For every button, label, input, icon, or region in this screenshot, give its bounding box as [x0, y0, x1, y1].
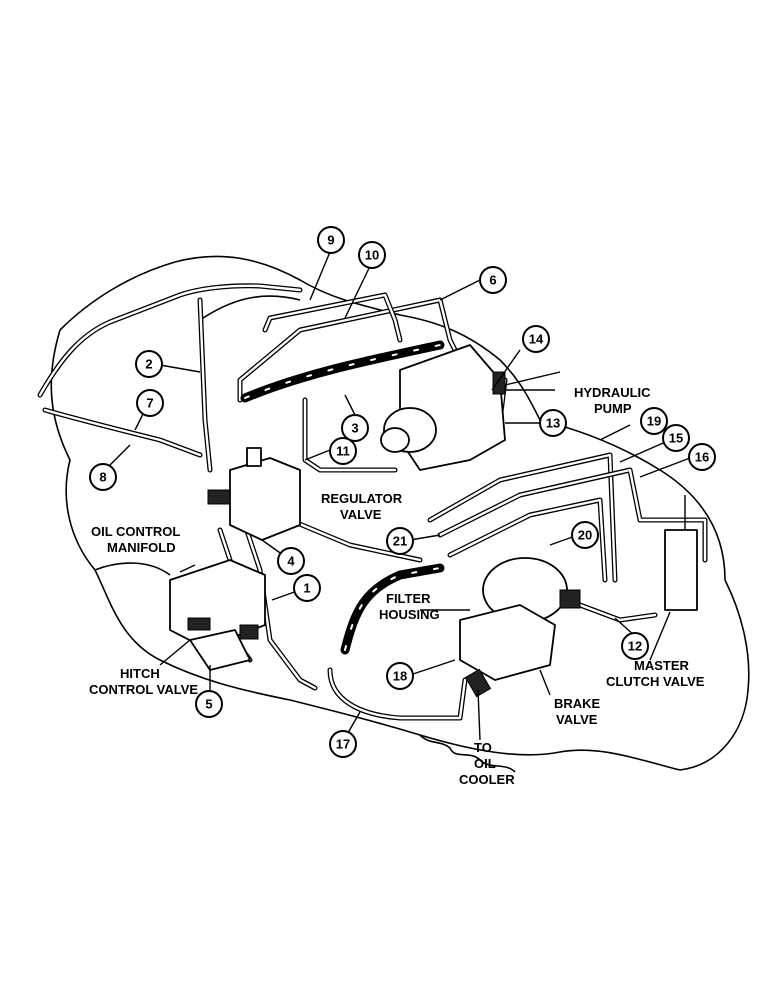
label-hydraulic-pump-line2: PUMP	[594, 401, 632, 416]
label-brake-valve-line2: VALVE	[556, 712, 598, 727]
callout-8: 8	[89, 463, 117, 491]
label-hitch-control-valve-line1: HITCH	[120, 666, 160, 681]
callout-14: 14	[522, 325, 550, 353]
callout-10-number: 10	[365, 248, 379, 263]
label-regulator-valve-line2: VALVE	[340, 507, 382, 522]
callout-3-number: 3	[351, 421, 358, 436]
callout-15: 15	[662, 424, 690, 452]
oil-control-manifold-body	[169, 559, 266, 649]
callout-1: 1	[293, 574, 321, 602]
callout-2-number: 2	[145, 357, 152, 372]
label-brake-valve-line1: BRAKE	[554, 696, 601, 711]
label-oil-control-manifold-line1: OIL CONTROL	[91, 524, 180, 539]
hydraulic-pump	[380, 344, 506, 471]
callout-5: 5	[195, 690, 223, 718]
callout-13: 13	[539, 409, 567, 437]
callout-12: 12	[621, 632, 649, 660]
callout-21: 21	[386, 527, 414, 555]
callout-1-number: 1	[303, 581, 310, 596]
label-master-clutch-valve-line1: MASTER	[634, 658, 690, 673]
label-hydraulic-pump-line1: HYDRAULIC	[574, 385, 651, 400]
hoses	[240, 340, 445, 655]
callout-11: 11	[329, 437, 357, 465]
callout-17-number: 17	[336, 737, 350, 752]
master-clutch-valve-body	[664, 495, 698, 611]
label-to-oil-cooler-line3: COOLER	[459, 772, 515, 787]
callout-8-number: 8	[99, 470, 106, 485]
callout-19: 19	[640, 407, 668, 435]
callout-2: 2	[135, 350, 163, 378]
callout-21-number: 21	[393, 534, 407, 549]
label-to-oil-cooler-line2: OIL	[474, 756, 496, 771]
callouts: 1 2 3 4 5 6 7 8 9 10 11 12 13 14 15 16 1…	[89, 226, 716, 758]
callout-19-number: 19	[647, 414, 661, 429]
callout-6: 6	[479, 266, 507, 294]
callout-20-number: 20	[578, 528, 592, 543]
callout-9: 9	[317, 226, 345, 254]
callout-4: 4	[277, 547, 305, 575]
callout-16: 16	[688, 443, 716, 471]
label-filter-housing-line1: FILTER	[386, 591, 431, 606]
callout-17: 17	[329, 730, 357, 758]
callout-15-number: 15	[669, 431, 683, 446]
component-labels: REGULATOR VALVE OIL CONTROL MANIFOLD HIT…	[89, 385, 705, 787]
callout-7: 7	[136, 389, 164, 417]
oil-cooler-fitting	[464, 668, 492, 698]
callout-10: 10	[358, 241, 386, 269]
label-oil-control-manifold-line2: MANIFOLD	[107, 540, 176, 555]
label-regulator-valve-line1: REGULATOR	[321, 491, 403, 506]
label-to-oil-cooler-line1: TO	[474, 740, 492, 755]
callout-5-number: 5	[205, 697, 212, 712]
callout-16-number: 16	[695, 450, 709, 465]
callout-18-number: 18	[393, 669, 407, 684]
brake-valve-body	[459, 604, 556, 681]
callout-4-number: 4	[287, 554, 295, 569]
callout-11-number: 11	[336, 444, 350, 459]
callout-13-number: 13	[546, 416, 560, 431]
label-filter-housing-line2: HOUSING	[379, 607, 440, 622]
callout-3: 3	[341, 414, 369, 442]
callout-20: 20	[571, 521, 599, 549]
leader-lines	[109, 251, 691, 741]
label-master-clutch-valve-line2: CLUTCH VALVE	[606, 674, 705, 689]
callout-14-number: 14	[529, 332, 544, 347]
callout-18: 18	[386, 662, 414, 690]
filter-housing-body	[482, 557, 581, 623]
regulator-valve-body	[207, 447, 301, 541]
callout-7-number: 7	[146, 396, 153, 411]
callout-12-number: 12	[628, 639, 642, 654]
callout-9-number: 9	[327, 233, 334, 248]
callout-6-number: 6	[489, 273, 496, 288]
hitch-control-valve-body	[189, 629, 251, 671]
label-hitch-control-valve-line2: CONTROL VALVE	[89, 682, 198, 697]
